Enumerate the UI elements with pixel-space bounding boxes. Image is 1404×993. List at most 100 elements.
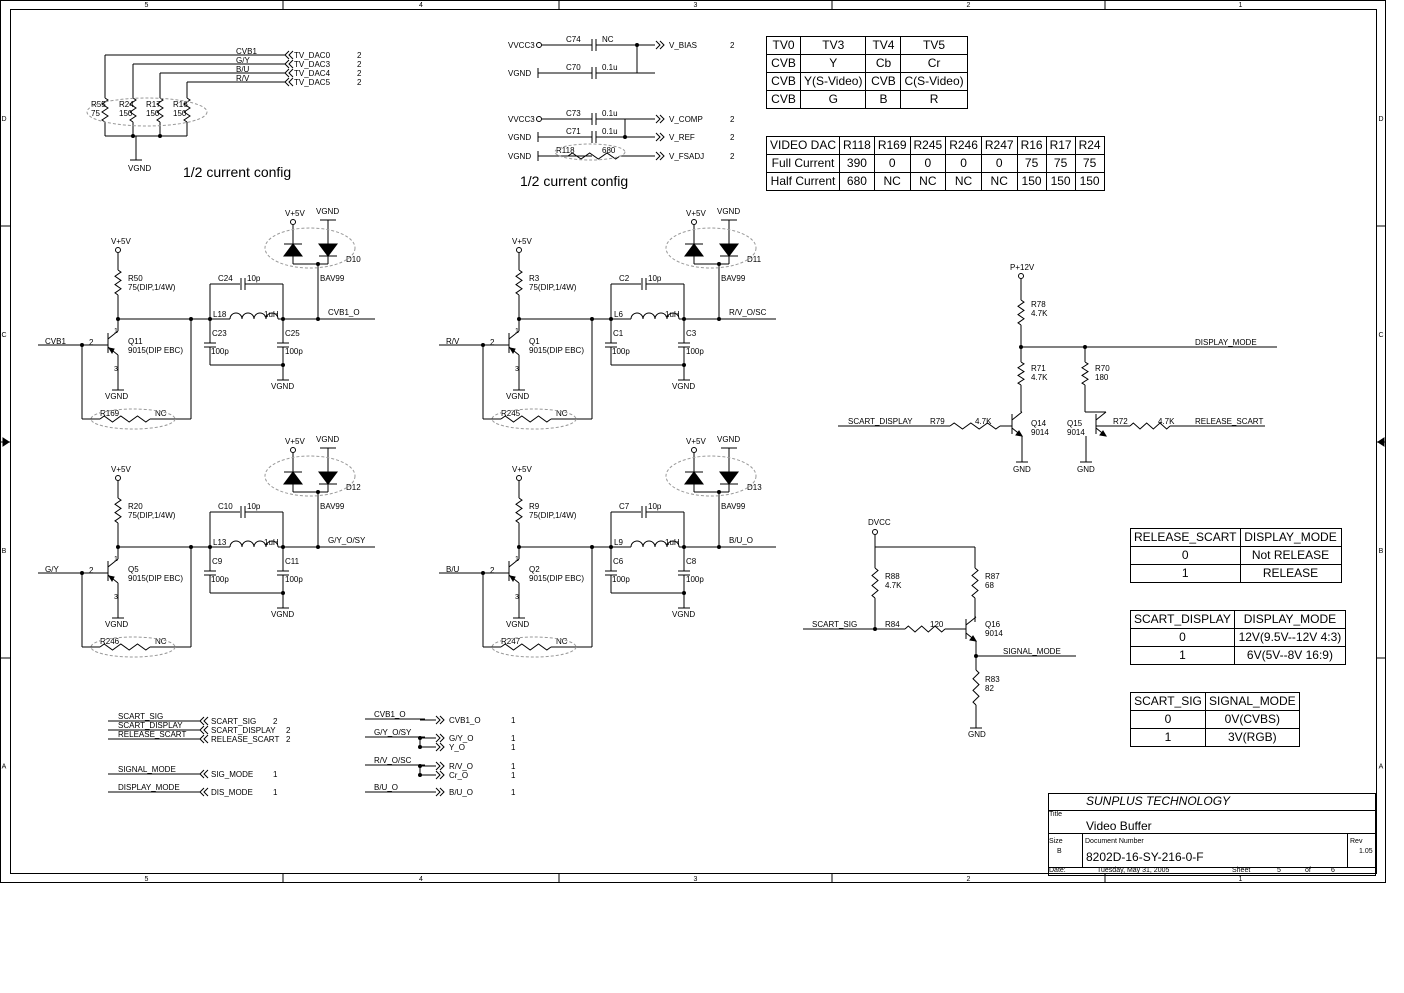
rev-label: Rev <box>1350 838 1363 845</box>
net-label: R/V <box>236 74 250 83</box>
supply-label: VGND <box>508 133 531 142</box>
port-arrow <box>199 787 205 797</box>
net-label: B/U_O <box>374 783 398 792</box>
ground-label: VGND <box>271 382 294 391</box>
page-ref: 1 <box>511 716 516 725</box>
resistor-value: 150 <box>173 109 187 118</box>
resistor-ref: R88 <box>885 572 900 581</box>
page-ref: 2 <box>357 60 362 69</box>
port-label: DIS_MODE <box>211 788 253 797</box>
table-cell: R24 <box>1074 136 1105 155</box>
supply-label: V+5V <box>111 465 131 474</box>
page-ref: 2 <box>286 735 291 744</box>
diode-symbol <box>283 471 303 485</box>
junction-dot <box>717 262 721 266</box>
table-cell: 0 <box>1130 710 1206 729</box>
pin-number: 2 <box>490 338 495 347</box>
table-cell: CVB <box>766 90 801 109</box>
ground-label: VGND <box>672 382 695 391</box>
border-row-label: D <box>1378 116 1383 123</box>
inductor-symbol <box>229 312 279 320</box>
transistor-arrow <box>1099 430 1107 437</box>
pin-number: 3 <box>515 594 519 601</box>
border-col-label: 4 <box>419 876 423 883</box>
component-value: 0.1u <box>602 109 618 118</box>
table-cell: 0 <box>1130 546 1241 565</box>
component-value: 680 <box>602 146 616 155</box>
diode-symbol <box>684 243 704 257</box>
resistor-value: 150 <box>119 109 133 118</box>
transistor-arrow <box>969 635 977 642</box>
table-cell: TV5 <box>900 36 968 55</box>
resistor-symbol <box>500 643 552 651</box>
table-cell: DISPLAY_MODE <box>1239 528 1342 547</box>
supply-label: VVCC3 <box>508 41 535 50</box>
supply-ring <box>290 447 296 453</box>
resistor-value: 75(DIP,1/4W) <box>128 511 176 520</box>
component-ref: C70 <box>566 63 581 72</box>
page-ref: 2 <box>730 115 735 124</box>
junction-dot <box>717 490 721 494</box>
table-cell: 1 <box>1130 728 1206 747</box>
port-arrow <box>199 734 205 744</box>
capacitor-value: 100p <box>612 575 630 584</box>
border-row-label: A <box>2 764 7 771</box>
title-block: SUNPLUS TECHNOLOGY Title Video Buffer Si… <box>1048 793 1376 876</box>
ground-label: VGND <box>717 207 740 216</box>
table-cell: DISPLAY_MODE <box>1233 610 1346 629</box>
of-label: of <box>1305 867 1311 874</box>
inductor-ref: L6 <box>614 310 623 319</box>
table-cell: NC <box>909 172 947 191</box>
resistor-value: 4.7K <box>885 581 902 590</box>
diode-ref: D10 <box>346 255 361 264</box>
page-ref: 2 <box>730 133 735 142</box>
highlight-ellipse <box>491 408 577 430</box>
table-cell: 75 <box>1016 154 1047 173</box>
port-label: R/V_O <box>449 762 473 771</box>
page-ref: 2 <box>357 51 362 60</box>
rev-value: 1.05 <box>1359 848 1373 855</box>
net-label: SCART_DISPLAY <box>848 417 913 426</box>
border-col-label: 5 <box>145 2 149 9</box>
port-arrow <box>435 770 441 780</box>
port-arrow <box>199 725 205 735</box>
ground-label: GND <box>1013 465 1031 474</box>
component-ref: C73 <box>566 109 581 118</box>
border-row-label: B <box>1379 548 1384 555</box>
port-arrow <box>199 769 205 779</box>
table-cell: 390 <box>839 154 875 173</box>
resistor-symbol <box>1017 299 1025 326</box>
inductor-ref: L18 <box>213 310 227 319</box>
diode-value: BAV99 <box>721 502 746 511</box>
resistor-symbol <box>114 497 122 524</box>
component-value: NC <box>602 35 614 44</box>
border-row-label: B <box>2 548 7 555</box>
resistor-ref: R70 <box>1095 364 1110 373</box>
port-arrow <box>203 769 209 779</box>
table-cell: 3V(RGB) <box>1205 728 1300 747</box>
document-number: 8202D-16-SY-216-0-F <box>1086 850 1204 864</box>
resistor-symbol <box>156 97 164 123</box>
ground-label: VGND <box>271 610 294 619</box>
component-ref: R118 <box>556 146 575 155</box>
table-cell: R17 <box>1045 136 1076 155</box>
table-cell: Cb <box>865 54 902 73</box>
junction-dot <box>316 262 320 266</box>
port-label: Cr_O <box>449 771 468 780</box>
port-arrow <box>435 761 441 771</box>
table-cell: 0 <box>945 154 982 173</box>
port-label: TV_DAC4 <box>294 69 331 78</box>
resistor-symbol <box>1081 361 1089 386</box>
net-label: SCART_SIG <box>118 712 163 721</box>
highlight-ellipse <box>86 97 208 127</box>
resistor-value: 75(DIP,1/4W) <box>128 283 176 292</box>
size-value: B <box>1057 848 1062 855</box>
transistor-value: 9015(DIP EBC) <box>128 346 183 355</box>
supply-ring <box>516 475 522 481</box>
size-label: Size <box>1049 838 1063 845</box>
table-cell: NC <box>873 172 911 191</box>
inductor-value: 1uH <box>264 310 279 319</box>
